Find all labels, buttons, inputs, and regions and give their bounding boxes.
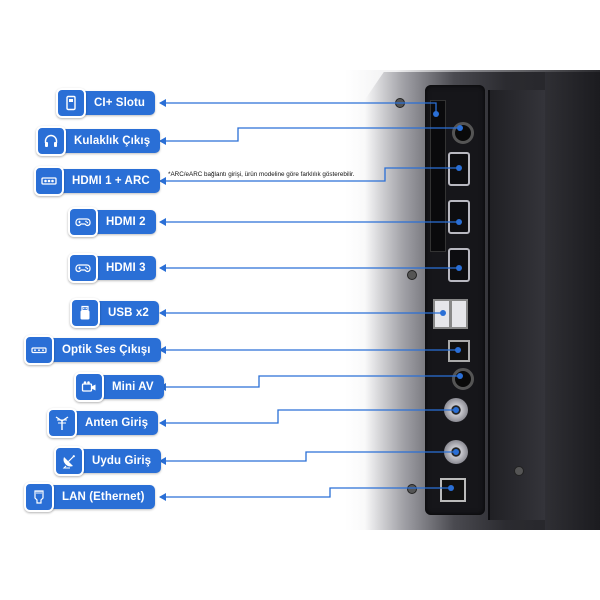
label-hdmi1: HDMI 1 + ARC	[34, 166, 160, 196]
connector-hdmi1	[160, 167, 459, 182]
label-text: CI+ Slotu	[94, 97, 146, 109]
label-hdmi2: HDMI 2	[68, 207, 156, 237]
tv-frame	[545, 72, 600, 530]
label-ci-slot: CI+ Slotu	[56, 88, 156, 118]
label-antenna: Anten Giriş	[47, 408, 159, 438]
headphones-icon	[36, 126, 66, 156]
screw	[514, 466, 524, 476]
arrowhead	[159, 177, 166, 185]
arrowhead	[159, 309, 166, 317]
connector-antenna	[160, 409, 456, 424]
smart-card-icon	[56, 88, 86, 118]
connector-lan	[160, 487, 451, 498]
connector-headphone	[160, 127, 460, 142]
endpoint-dot	[456, 165, 462, 171]
label-usb: USB x2	[70, 298, 159, 328]
endpoint-dot	[453, 407, 459, 413]
arrowhead	[159, 419, 166, 427]
ci-slot-port	[430, 100, 446, 252]
arrowhead	[159, 457, 166, 465]
soundbar-icon	[34, 166, 64, 196]
label-satellite: Uydu Giriş	[54, 446, 162, 476]
arrowhead	[159, 346, 166, 354]
label-lan: LAN (Ethernet)	[24, 482, 155, 512]
label-text: Anten Giriş	[85, 417, 149, 429]
endpoint-dot	[456, 265, 462, 271]
connector-mini-av	[160, 375, 460, 388]
arrowhead	[159, 493, 166, 501]
label-text: LAN (Ethernet)	[62, 491, 145, 503]
label-text: Mini AV	[112, 381, 154, 393]
endpoint-dot	[457, 373, 463, 379]
arrowhead	[159, 264, 166, 272]
label-hdmi3: HDMI 3	[68, 253, 156, 283]
usb-port-2	[450, 299, 468, 329]
endpoint-dot	[448, 485, 454, 491]
optical-soundbar-icon	[24, 335, 54, 365]
arrowhead	[159, 218, 166, 226]
tv-side-panel	[488, 90, 545, 520]
label-optical: Optik Ses Çıkışı	[24, 335, 161, 365]
lan-port	[440, 478, 466, 502]
connector-ci-slot	[160, 102, 437, 113]
endpoint-dot	[457, 125, 463, 131]
ethernet-icon	[24, 482, 54, 512]
endpoint-dot	[453, 449, 459, 455]
antenna-icon	[47, 408, 77, 438]
gamepad-icon	[68, 253, 98, 283]
label-text: Kulaklık Çıkış	[74, 135, 151, 147]
usb-stick-icon	[70, 298, 100, 328]
label-text: HDMI 1 + ARC	[72, 175, 150, 187]
label-text: HDMI 2	[106, 216, 146, 228]
mini-av-jack	[452, 368, 474, 390]
screw	[407, 484, 417, 494]
label-text: HDMI 3	[106, 262, 146, 274]
label-mini-av: Mini AV	[74, 372, 164, 402]
label-headphone: Kulaklık Çıkış	[36, 126, 161, 156]
endpoint-dot	[433, 111, 439, 117]
arc-footnote: *ARC/eARC bağlantı girişi, ürün modeline…	[168, 171, 355, 178]
screw	[407, 270, 417, 280]
connector-satellite	[160, 451, 456, 462]
endpoint-dot	[440, 310, 446, 316]
camcorder-icon	[74, 372, 104, 402]
arrowhead	[159, 137, 166, 145]
gamepad-icon	[68, 207, 98, 237]
hdmi2-port	[448, 200, 470, 234]
label-text: USB x2	[108, 307, 149, 319]
satellite-dish-icon	[54, 446, 84, 476]
arrowhead	[159, 99, 166, 107]
endpoint-dot	[455, 347, 461, 353]
label-text: Optik Ses Çıkışı	[62, 344, 151, 356]
endpoint-dot	[456, 219, 462, 225]
label-text: Uydu Giriş	[92, 455, 152, 467]
